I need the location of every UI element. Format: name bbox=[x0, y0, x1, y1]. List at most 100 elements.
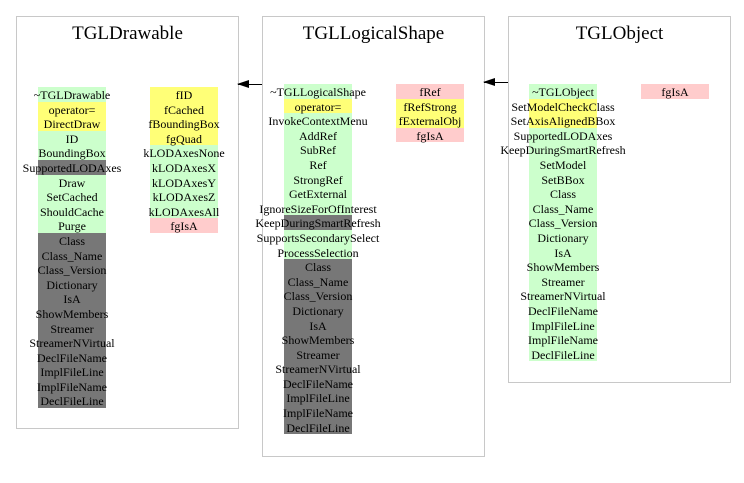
method-item-label: KeepDuringSmartRefresh bbox=[500, 143, 626, 158]
method-item[interactable]: Class_Name bbox=[529, 200, 597, 216]
method-item[interactable]: operator= bbox=[38, 101, 106, 117]
method-item-label: IsA bbox=[63, 292, 81, 307]
method-item[interactable]: GetExternal bbox=[284, 186, 352, 201]
method-item[interactable]: ImplFileLine bbox=[284, 390, 352, 405]
method-item[interactable]: StreamerNVirtual bbox=[520, 288, 606, 303]
method-item[interactable]: StrongRef bbox=[284, 171, 352, 187]
method-item[interactable]: InvokeContextMenu bbox=[268, 113, 368, 128]
method-item[interactable]: Class_Name bbox=[284, 273, 352, 289]
method-item[interactable]: StreamerNVirtual bbox=[29, 335, 115, 350]
method-item[interactable]: Dictionary bbox=[284, 302, 352, 318]
method-item[interactable]: IgnoreSizeForOfInterest bbox=[259, 200, 377, 216]
method-item[interactable]: Dictionary bbox=[529, 229, 597, 245]
method-item[interactable]: ImplFileLine bbox=[529, 317, 597, 333]
member-item-label: fRefStrong bbox=[403, 99, 457, 114]
method-item[interactable]: SetBBox bbox=[529, 171, 597, 187]
method-item[interactable]: Class_Version bbox=[284, 288, 352, 303]
method-item[interactable]: SetAxisAlignedBBox bbox=[511, 113, 615, 128]
method-item[interactable]: ImplFileName bbox=[283, 405, 353, 420]
method-item[interactable]: DeclFileLine bbox=[529, 346, 597, 362]
method-item[interactable]: DeclFileLine bbox=[38, 393, 106, 408]
method-item[interactable]: Class bbox=[529, 186, 597, 201]
member-item[interactable]: fgIsA bbox=[641, 84, 709, 99]
method-item-label: ~TGLObject bbox=[532, 85, 594, 99]
member-item[interactable]: fgIsA bbox=[150, 218, 218, 233]
method-item[interactable]: Draw bbox=[38, 174, 106, 190]
member-item[interactable]: fExternalObj bbox=[396, 113, 464, 128]
method-item[interactable]: ImplFileName bbox=[528, 332, 598, 347]
method-item[interactable]: Ref bbox=[284, 156, 352, 172]
member-item[interactable]: fCached bbox=[150, 101, 218, 117]
method-item[interactable]: ShowMembers bbox=[282, 332, 354, 347]
method-item[interactable]: SupportedLODAxes bbox=[23, 159, 121, 175]
member-item[interactable]: kLODAxesZ bbox=[150, 189, 218, 204]
method-item-label: SupportedLODAxes bbox=[22, 160, 122, 175]
method-item[interactable]: SubRef bbox=[284, 142, 352, 157]
method-item[interactable]: DeclFileName bbox=[37, 349, 107, 365]
member-item[interactable]: fRefStrong bbox=[396, 98, 464, 114]
method-item[interactable]: Streamer bbox=[38, 320, 106, 336]
method-item[interactable]: Dictionary bbox=[38, 276, 106, 292]
method-item[interactable]: ShowMembers bbox=[527, 259, 599, 274]
method-item-label: ShowMembers bbox=[35, 306, 109, 321]
inheritance-arrow bbox=[237, 80, 262, 88]
method-item[interactable]: SupportsSecondarySelect bbox=[257, 229, 379, 245]
method-item[interactable]: SupportedLODAxes bbox=[514, 127, 612, 143]
method-item[interactable]: ProcessSelection bbox=[277, 244, 359, 260]
method-item[interactable]: ShouldCache bbox=[38, 203, 106, 219]
method-item[interactable]: IsA bbox=[529, 244, 597, 260]
member-item[interactable]: fRef bbox=[396, 84, 464, 99]
method-item[interactable]: DeclFileName bbox=[528, 302, 598, 318]
member-item-label: kLODAxesNone bbox=[143, 146, 225, 161]
method-item[interactable]: Purge bbox=[38, 218, 106, 233]
method-item-label: ~TGLLogicalShape bbox=[270, 85, 366, 99]
method-item[interactable]: operator= bbox=[284, 98, 352, 114]
method-item[interactable]: ID bbox=[38, 130, 106, 146]
method-item[interactable]: IsA bbox=[38, 291, 106, 306]
method-item[interactable]: BoundingBox bbox=[38, 145, 106, 160]
member-item[interactable]: kLODAxesAll bbox=[149, 203, 219, 219]
member-item-label: kLODAxesX bbox=[152, 160, 216, 175]
method-item[interactable]: Class bbox=[284, 259, 352, 274]
method-item[interactable]: StreamerNVirtual bbox=[275, 361, 361, 376]
method-item-label: Class bbox=[549, 187, 576, 202]
method-item-label: DeclFileName bbox=[37, 350, 107, 365]
method-item[interactable]: AddRef bbox=[284, 127, 352, 143]
method-item-label: Streamer bbox=[50, 321, 94, 336]
method-item[interactable]: ~TGLLogicalShape bbox=[270, 84, 366, 99]
member-item[interactable]: kLODAxesX bbox=[150, 159, 218, 175]
method-item[interactable]: Class_Name bbox=[38, 247, 106, 263]
member-item-label: fBoundingBox bbox=[148, 117, 220, 132]
method-item[interactable]: IsA bbox=[284, 317, 352, 333]
method-item[interactable]: ImplFileName bbox=[37, 378, 107, 394]
member-item[interactable]: fBoundingBox bbox=[148, 116, 220, 132]
method-item[interactable]: SetModelCheckClass bbox=[511, 98, 615, 114]
method-item[interactable]: ImplFileLine bbox=[38, 364, 106, 379]
method-item[interactable]: ShowMembers bbox=[35, 305, 109, 321]
inheritance-arrow bbox=[483, 78, 508, 86]
method-item[interactable]: Streamer bbox=[529, 273, 597, 289]
method-item[interactable]: SetModel bbox=[529, 156, 597, 172]
method-item[interactable]: ~TGLDrawable bbox=[34, 87, 110, 102]
method-item[interactable]: Class_Version bbox=[38, 262, 106, 277]
member-item[interactable]: kLODAxesY bbox=[150, 174, 218, 190]
member-item[interactable]: fgQuad bbox=[150, 130, 218, 146]
method-item[interactable]: DeclFileLine bbox=[284, 419, 352, 435]
method-item[interactable]: KeepDuringSmartRefresh bbox=[255, 215, 381, 230]
class-title: TGLObject bbox=[575, 23, 664, 44]
method-item[interactable]: Streamer bbox=[284, 346, 352, 362]
member-item[interactable]: fgIsA bbox=[396, 127, 464, 143]
method-item[interactable]: ~TGLObject bbox=[529, 84, 597, 99]
method-item[interactable]: Class_Version bbox=[529, 215, 597, 230]
method-item[interactable]: DirectDraw bbox=[38, 116, 106, 131]
method-item-label: IsA bbox=[309, 318, 327, 333]
method-item-label: SetBBox bbox=[541, 172, 585, 187]
member-item[interactable]: fID bbox=[150, 87, 218, 102]
method-item[interactable]: Class bbox=[38, 232, 106, 248]
method-item[interactable]: SetCached bbox=[38, 189, 106, 204]
method-item[interactable]: DeclFileName bbox=[283, 375, 353, 391]
method-item-label: operator= bbox=[294, 99, 342, 114]
method-item[interactable]: KeepDuringSmartRefresh bbox=[500, 142, 626, 157]
member-item[interactable]: kLODAxesNone bbox=[143, 145, 225, 160]
